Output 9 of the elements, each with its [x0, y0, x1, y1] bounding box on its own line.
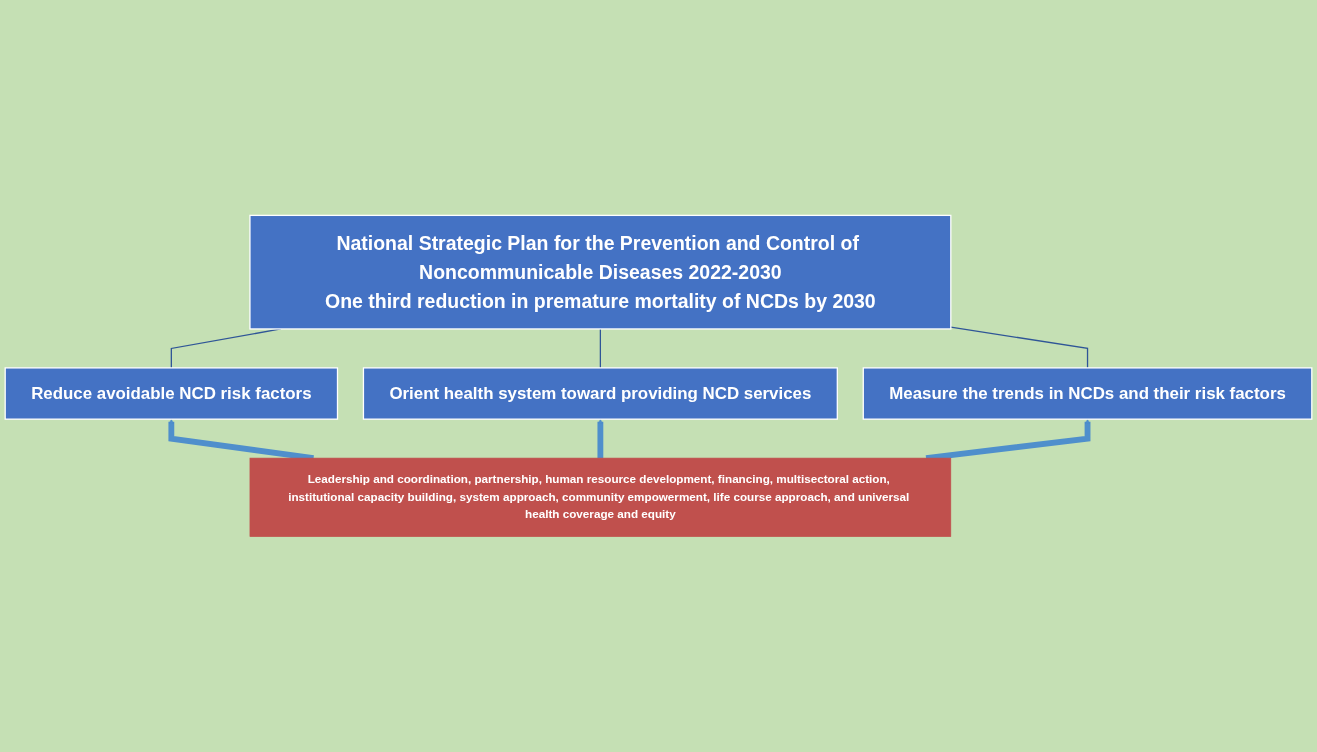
- arrow: [925, 418, 1091, 461]
- node-box: Orient health system toward providing NCD services: [362, 367, 838, 420]
- connector: [950, 326, 1089, 369]
- node-box: National Strategic Plan for the Prevention and Control of Noncommunicable Diseases 2022-2030 One third reduction in premature mortality of NCDs by 2030: [249, 214, 952, 330]
- connector: [599, 328, 602, 369]
- node-box: Leadership and coordination, partnership, human resource development, financing, multisectoral action, institutional capacity building, system approach, community empowerment, life course approach, and universal health coverage and equity: [249, 457, 952, 537]
- node-box: Measure the trends in NCDs and their risk factors: [862, 367, 1313, 420]
- arrow: [597, 418, 604, 459]
- node-box: Reduce avoidable NCD risk factors: [4, 367, 339, 420]
